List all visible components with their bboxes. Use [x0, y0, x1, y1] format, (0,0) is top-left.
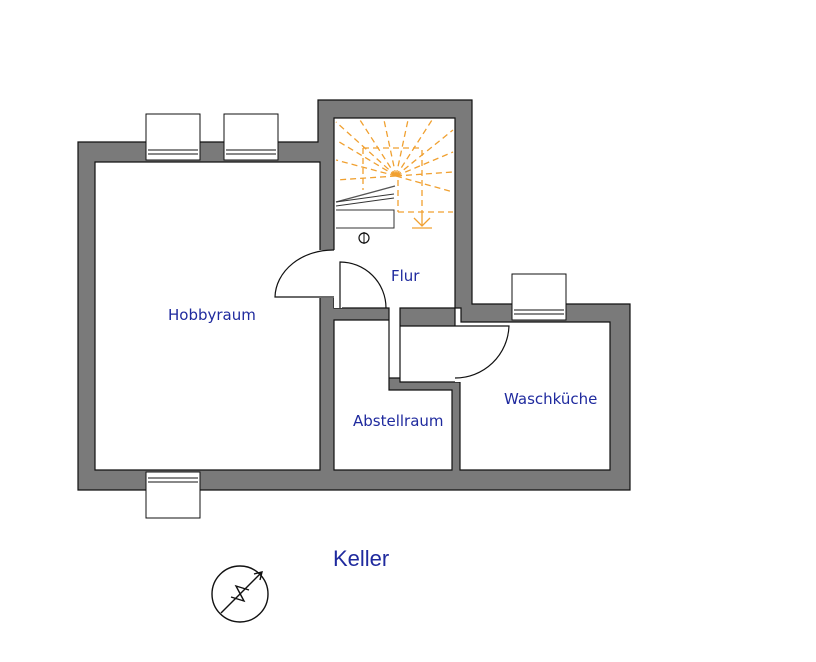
- stair-direction-arrow-icon: [412, 212, 432, 229]
- window-hobby-bottom: [145, 471, 201, 519]
- room-label-abstellraum: Abstellraum: [353, 412, 444, 430]
- staircase: [335, 119, 454, 213]
- plan-title: Keller: [333, 546, 389, 571]
- window-hobby-top-left: [145, 113, 201, 161]
- room-label-waschkueche: Waschküche: [504, 390, 597, 408]
- room-label-flur: Flur: [391, 267, 420, 285]
- door-swing-wasch: [454, 325, 510, 379]
- wall-mass: [77, 99, 631, 491]
- window-hobby-top-right: [223, 113, 279, 161]
- room-label-hobbyraum: Hobbyraum: [168, 306, 256, 324]
- north-arrow-icon: [211, 565, 269, 623]
- door-swing-abstell: [339, 261, 387, 309]
- door-swing-hobby: [274, 249, 335, 298]
- staircase-lower-steps: [335, 193, 395, 229]
- door-opening-abstell: [334, 258, 342, 308]
- window-waschkueche: [511, 273, 567, 321]
